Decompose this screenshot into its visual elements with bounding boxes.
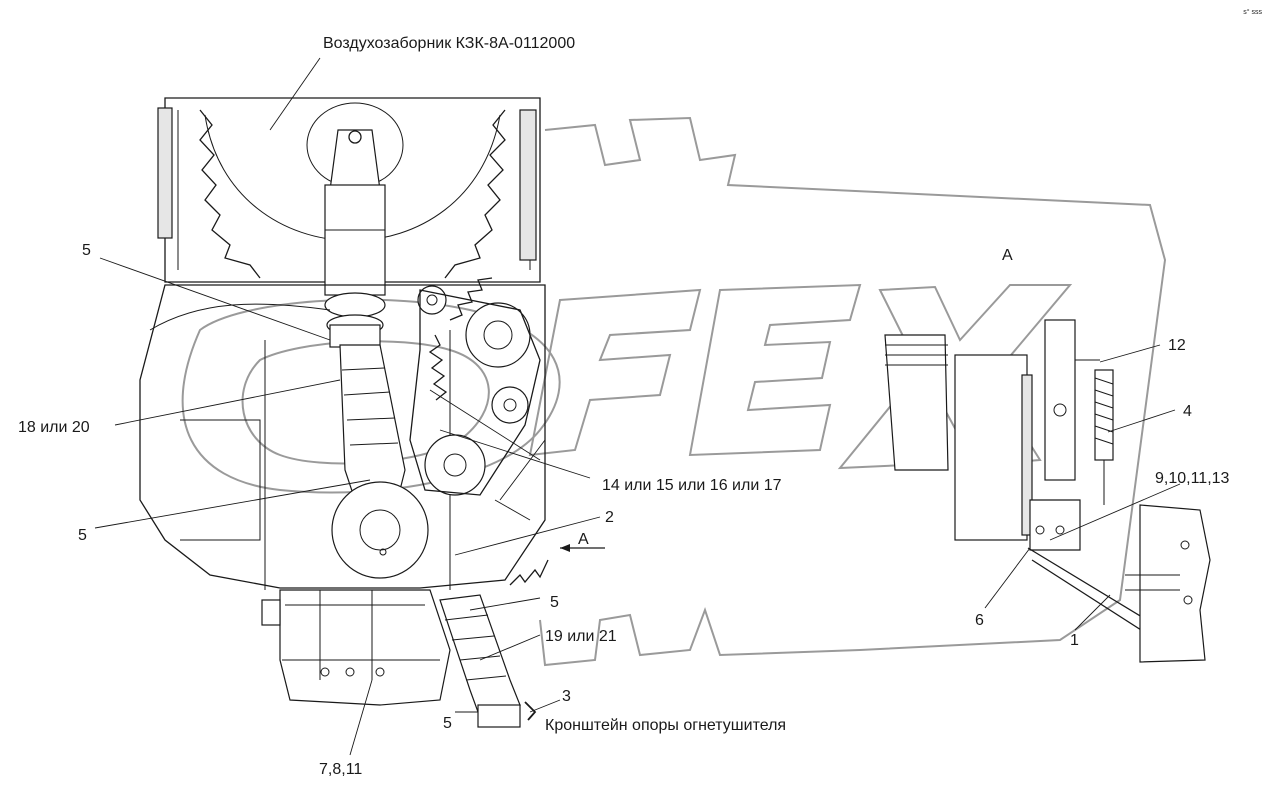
idler-pulley-2 — [491, 386, 529, 424]
idler-pulley-1 — [417, 285, 447, 315]
label-bracket: Кронштейн опоры огнетушителя — [545, 717, 786, 734]
label-ref-3: 3 — [562, 688, 571, 705]
lower-box — [279, 589, 451, 706]
view-a-bracket — [1044, 319, 1076, 481]
label-ref-19-21: 19 или 21 — [545, 628, 617, 645]
label-air-intake: Воздухозаборник КЗК-8А-0112000 — [323, 35, 575, 52]
lower-pulley — [331, 481, 429, 579]
label-ref-5-mid: 5 — [78, 527, 87, 544]
corner-mark: s° sss — [1243, 8, 1262, 16]
filter-frame-right — [519, 109, 537, 261]
view-a-duct — [884, 334, 949, 471]
labels: s° sss Воздухозаборник КЗК-8А-0112000 A … — [18, 8, 1262, 778]
label-ref-6: 6 — [975, 612, 984, 629]
label-ref-5-top: 5 — [82, 242, 91, 259]
label-ref-9-13: 9,10,11,13 — [1155, 470, 1230, 487]
central-column — [324, 184, 386, 296]
view-a-screen-housing — [954, 354, 1028, 541]
label-ref-12: 12 — [1168, 337, 1186, 354]
label-ref-1: 1 — [1070, 632, 1079, 649]
label-ref-5-lower: 5 — [550, 594, 559, 611]
label-ref-7-8-11: 7,8,11 — [319, 761, 362, 778]
label-ref-14-17: 14 или 15 или 16 или 17 — [602, 477, 782, 494]
label-ref-4: 4 — [1183, 403, 1192, 420]
label-ref-5-bottom: 5 — [443, 715, 452, 732]
label-view-a: A — [1002, 247, 1013, 264]
view-a-assembly — [884, 319, 1211, 663]
view-a-mount-plate — [1139, 504, 1211, 663]
flexible-hose-lower — [439, 594, 521, 713]
tension-pulley — [424, 434, 486, 496]
label-ref-2: 2 — [605, 509, 614, 526]
main-assembly — [139, 97, 549, 728]
leader-lines — [94, 57, 1181, 756]
label-view-arrow: A — [578, 531, 589, 548]
label-ref-18-20: 18 или 20 — [18, 419, 90, 436]
filter-frame-left — [157, 107, 173, 239]
hub-bracket — [329, 129, 381, 191]
